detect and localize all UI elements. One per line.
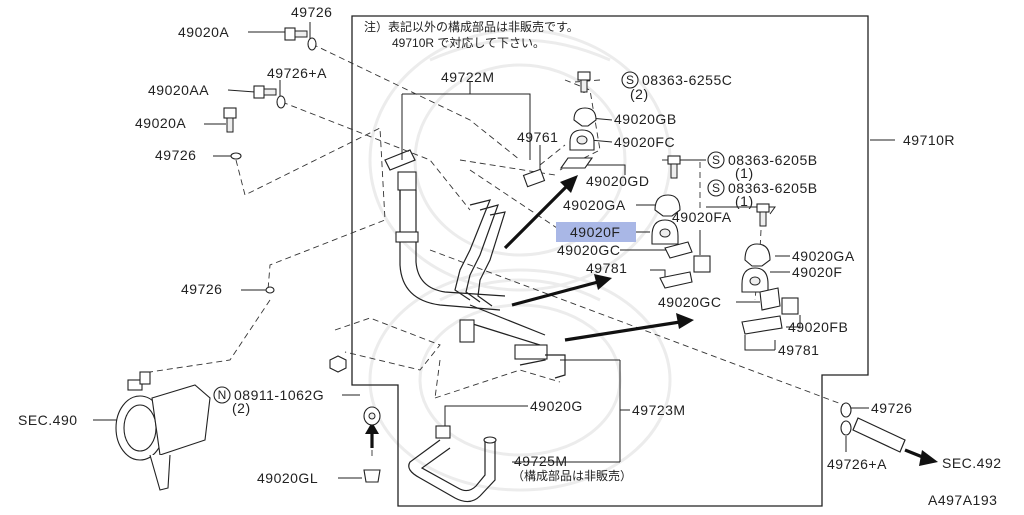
label-49781-b[interactable]: 49781 [778, 342, 819, 358]
label-49726-right[interactable]: 49726 [871, 400, 912, 416]
label-bolt-08363-6255C-qty: (2) [630, 86, 649, 102]
power-steering-pump[interactable] [115, 371, 211, 491]
label-49020GB[interactable]: 49020GB [614, 111, 677, 127]
label-49710R[interactable]: 49710R [903, 132, 955, 148]
label-49726-mid[interactable]: 49726 [155, 147, 196, 163]
clamp-49020F-b-icon[interactable] [741, 267, 769, 293]
label-nut-qty: (2) [232, 400, 251, 416]
note-line-2: 49710R で対応して下さい。 [392, 36, 545, 50]
svg-text:N: N [218, 388, 227, 402]
bracket-49020GC-b-icon[interactable] [759, 287, 781, 311]
label-49020FC[interactable]: 49020FC [614, 134, 675, 150]
bolt-49020A-mid-icon[interactable] [223, 107, 237, 133]
label-49020GL[interactable]: 49020GL [257, 470, 318, 486]
bolt-08363-6205B-b-icon[interactable] [756, 203, 770, 227]
label-49020G[interactable]: 49020G [530, 398, 583, 414]
label-49020GA-b[interactable]: 49020GA [792, 248, 855, 264]
label-49020GD[interactable]: 49020GD [586, 173, 649, 189]
label-bolt-08363-6205B-b-qty: (1) [735, 193, 754, 209]
bolt-49020A-icon[interactable] [284, 27, 308, 41]
washer-49726-icon[interactable] [307, 37, 317, 51]
label-49726A-top[interactable]: 49726+A [267, 65, 327, 81]
label-bolt-08363-6255C[interactable]: 08363-6255C [642, 72, 732, 88]
label-49020GC-a[interactable]: 49020GC [557, 242, 620, 258]
label-49725M-note: （構成部品は非販売） [512, 468, 632, 483]
diagram-code: A497A193 [928, 492, 997, 508]
label-49725M[interactable]: 49725M [514, 453, 568, 469]
label-49726A-right[interactable]: 49726+A [827, 456, 887, 472]
washer-49726-right-icon[interactable] [840, 402, 852, 418]
label-49726-top[interactable]: 49726 [291, 4, 332, 20]
clamp-49020FC-icon[interactable] [569, 129, 595, 151]
label-49020AA[interactable]: 49020AA [148, 82, 209, 98]
label-49020A-mid[interactable]: 49020A [135, 115, 186, 131]
label-49020FB[interactable]: 49020FB [788, 319, 848, 335]
label-49020GA-a[interactable]: 49020GA [563, 197, 626, 213]
clip-49020GL-icon[interactable] [363, 406, 381, 483]
label-49020F-a[interactable]: 49020F [570, 224, 620, 240]
bolt-08363-6205B-a-icon[interactable] [667, 155, 681, 179]
label-49726-left[interactable]: 49726 [181, 281, 222, 297]
clamp-49020F-a-icon[interactable] [651, 219, 679, 245]
label-49781-a[interactable]: 49781 [586, 260, 627, 276]
label-nut-08911-1062G[interactable]: 08911-1062G [234, 387, 324, 403]
washer-49726-left-icon[interactable] [265, 286, 275, 294]
bracket-49781-a-icon[interactable] [659, 271, 693, 289]
svg-text:S: S [712, 153, 720, 167]
label-49020F-b[interactable]: 49020F [792, 264, 842, 280]
clamp-49020GA-a-icon[interactable] [654, 194, 681, 217]
direction-arrows [365, 175, 938, 466]
clamp-49020FB-icon[interactable] [781, 297, 799, 315]
label-bolt-08363-6205B-a-qty: (1) [735, 165, 754, 181]
clamp-49020GB-icon[interactable] [573, 107, 597, 127]
label-49723M[interactable]: 49723M [632, 402, 686, 418]
svg-text:S: S [712, 181, 720, 195]
assembly-frame [351, 15, 869, 507]
s-symbol-2: S [707, 151, 725, 169]
clamp-49020FA-icon[interactable] [693, 255, 711, 273]
return-hose-49725M[interactable] [408, 425, 497, 503]
n-symbol: N [213, 386, 231, 404]
s-symbol-3: S [707, 179, 725, 197]
bracket-49781-b-icon[interactable] [741, 315, 783, 335]
highlighted-part-box [556, 222, 636, 242]
bolt-08363-6255C-icon[interactable] [577, 71, 591, 93]
clamp-49020GA-b-icon[interactable] [744, 243, 771, 267]
bracket-49020GD-icon[interactable] [559, 157, 594, 169]
label-49020GC-b[interactable]: 49020GC [658, 294, 721, 310]
bolt-49020AA-icon[interactable] [253, 85, 277, 99]
label-49020FA[interactable]: 49020FA [672, 209, 732, 225]
label-sec490[interactable]: SEC.490 [18, 412, 78, 428]
note-line-1: 注）表記以外の構成部品は非販売です。 [364, 19, 579, 34]
label-49722M[interactable]: 49722M [441, 69, 495, 85]
washer-49726A-right-icon[interactable] [840, 420, 852, 436]
washer-49726-mid-icon[interactable] [230, 152, 242, 160]
label-49020A-top[interactable]: 49020A [178, 24, 229, 40]
label-bolt-08363-6205B-b[interactable]: 08363-6205B [728, 180, 818, 196]
label-sec492[interactable]: SEC.492 [942, 455, 1002, 471]
hose-to-sec492[interactable] [852, 417, 906, 453]
s-symbol-1: S [621, 71, 639, 89]
label-bolt-08363-6205B-a[interactable]: 08363-6205B [728, 152, 818, 168]
bracket-49020GC-a-icon[interactable] [664, 241, 693, 259]
svg-text:S: S [626, 73, 634, 87]
high-pressure-hose-49722M[interactable] [384, 149, 548, 366]
steel-pipe-assembly[interactable] [454, 199, 566, 379]
label-49761[interactable]: 49761 [517, 129, 558, 145]
pipe-clip-49761[interactable] [522, 168, 546, 188]
leader-lines [93, 22, 895, 479]
washer-49726A-icon[interactable] [276, 95, 286, 109]
nut-08911-1062G-icon[interactable] [329, 355, 347, 373]
